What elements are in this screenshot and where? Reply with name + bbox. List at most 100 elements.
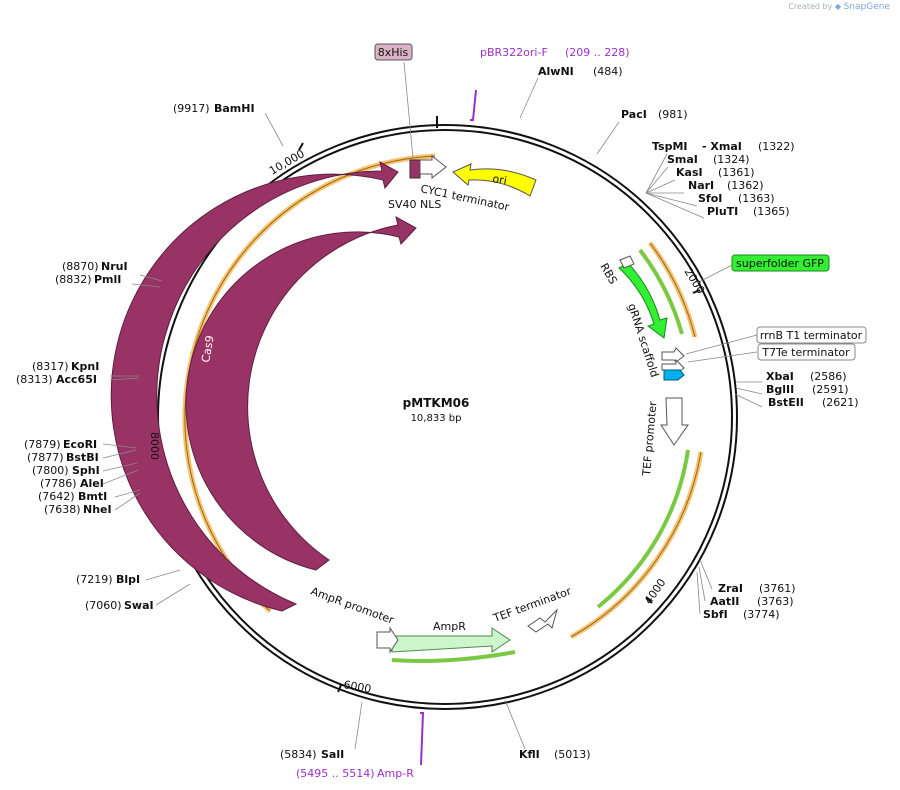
- green-track-right: [638, 248, 684, 335]
- site-paci-pos: (981): [658, 108, 688, 121]
- tef-promoter-label: TEF promoter: [640, 400, 660, 477]
- site-aatii-pos: (3763): [757, 595, 794, 608]
- site-bglii-pos: (2591): [812, 383, 849, 396]
- site-sfoi-pos: (1363): [738, 192, 775, 205]
- site-xbai-pos: (2586): [810, 370, 847, 383]
- credit-prefix: Created by: [788, 2, 833, 11]
- box-t7te-terminator: T7Te terminator: [757, 343, 856, 361]
- ampr-promoter-arrow: [376, 626, 399, 654]
- ampr-arrow: [391, 627, 511, 653]
- orange-track-top-core: [184, 155, 436, 612]
- superfolder-gfp-arrow: [618, 262, 668, 339]
- box-8xhis-label: 8xHis: [378, 46, 409, 59]
- cas9-outer-label: Cas9: [199, 335, 217, 364]
- site-blpi-pos: (7219): [76, 573, 113, 586]
- site-bglii-name: BglII: [766, 383, 794, 396]
- site-acc65i-name: Acc65I: [56, 373, 97, 386]
- site-bsteii-pos: (2621): [822, 396, 859, 409]
- site-bstbi-name: BstBI: [66, 451, 99, 464]
- site-bamhi-name: BamHI: [214, 102, 255, 115]
- tick-label-6000: 6000: [342, 678, 372, 696]
- leader-lines: [102, 61, 763, 750]
- site-pmli-pos: (8832): [55, 273, 92, 286]
- primer-pbr322ori-f-range: (209 .. 228): [565, 46, 630, 59]
- cas9-inner-arrow: [185, 216, 417, 571]
- site-bmti-pos: (7642): [38, 490, 75, 503]
- rbs-feature: [619, 255, 635, 269]
- tef-terminator-arrow: [527, 608, 558, 633]
- site-sali-name: SalI: [321, 748, 344, 761]
- plasmid-name: pMTKM06: [403, 396, 470, 410]
- site-xbai-name: XbaI: [766, 370, 794, 383]
- cyc1-terminator-arrow: [419, 154, 447, 180]
- tick-label-8000: 8000: [148, 432, 161, 460]
- teal-feature-arrow: [663, 369, 685, 381]
- tef-promoter-arrow: [660, 397, 689, 446]
- cas9-inner-label: Cas9: [252, 350, 270, 379]
- site-tspmi-pos: (1322): [758, 140, 795, 153]
- box-t7te-label: T7Te terminator: [761, 346, 850, 359]
- site-alwni-name: AlwNI: [538, 65, 574, 78]
- box-8xhis: 8xHis: [374, 43, 413, 61]
- site-bsteii-name: BstEII: [768, 396, 804, 409]
- ampr-label: AmpR: [433, 620, 466, 633]
- site-bstbi-pos: (7877): [27, 451, 64, 464]
- tef-terminator-label: TEF terminator: [491, 584, 574, 625]
- site-nari-name: NarI: [688, 179, 714, 192]
- site-sali-pos: (5834): [280, 748, 317, 761]
- primer-amp-r-name: Amp-R: [377, 767, 414, 780]
- site-tspmi-extra: - XmaI: [702, 140, 742, 153]
- site-zrai-name: ZraI: [718, 582, 743, 595]
- snapgene-credit: Created by ◆ SnapGene: [788, 2, 890, 12]
- site-nrui-pos: (8870): [62, 260, 99, 273]
- site-bamhi-pos: (9917): [173, 102, 210, 115]
- site-smai-pos: (1324): [713, 153, 750, 166]
- site-swai-pos: (7060): [85, 599, 122, 612]
- ampr-promoter-label: AmpR promoter: [309, 585, 396, 627]
- site-sphi-pos: (7800): [32, 464, 69, 477]
- green-track-lower: [596, 449, 690, 609]
- site-acc65i-pos: (8313): [16, 373, 53, 386]
- site-ecori-pos: (7879): [24, 438, 61, 451]
- credit-brand: SnapGene: [843, 2, 890, 12]
- box-rrnb-t1-terminator: rrnB T1 terminator: [756, 326, 867, 344]
- site-swai-name: SwaI: [124, 599, 154, 612]
- site-nari-pos: (1362): [727, 179, 764, 192]
- site-blpi-name: BlpI: [116, 573, 140, 586]
- site-pmli-name: PmlI: [94, 273, 121, 286]
- site-kpni-pos: (8317): [32, 360, 69, 373]
- site-sfoi-name: SfoI: [698, 192, 722, 205]
- box-superfolder-gfp-label: superfolder GFP: [736, 257, 824, 270]
- site-alwni-pos: (484): [593, 65, 623, 78]
- site-smai-name: SmaI: [667, 153, 698, 166]
- site-nhei-pos: (7638): [44, 503, 81, 516]
- green-track-bottom: [391, 650, 516, 663]
- ori-arrow: [452, 163, 537, 197]
- site-kasi-pos: (1361): [718, 166, 755, 179]
- sv40-nls-label: SV40 NLS: [388, 198, 441, 211]
- site-aatii-name: AatII: [710, 595, 739, 608]
- primer-amp-r-range: (5495 .. 5514): [296, 767, 375, 780]
- box-superfolder-gfp: superfolder GFP: [731, 254, 830, 272]
- orange-track-lower-core: [570, 451, 702, 638]
- site-kfli-pos: (5013): [554, 748, 591, 761]
- sv40-nls-feature: [409, 159, 421, 179]
- primer-amp-r-marker: [420, 712, 425, 766]
- plasmid-length: 10,833 bp: [411, 413, 462, 424]
- site-nhei-name: NheI: [83, 503, 112, 516]
- site-alei-pos: (7786): [40, 477, 77, 490]
- primer-pbr322ori-f-marker: [470, 89, 477, 121]
- primer-pbr322ori-f-name: pBR322ori-F: [480, 46, 548, 59]
- site-alei-name: AleI: [80, 477, 104, 490]
- site-bmti-name: BmtI: [78, 490, 107, 503]
- site-kfli-name: KflI: [519, 748, 540, 761]
- cas9-outer-arrow: [110, 161, 399, 612]
- site-nrui-name: NruI: [101, 260, 128, 273]
- box-rrnb-label: rrnB T1 terminator: [760, 329, 863, 342]
- snapgene-logo-icon: ◆: [834, 2, 842, 11]
- site-pluti-name: PluTI: [707, 205, 738, 218]
- ori-label: ori: [491, 172, 507, 187]
- site-sbfi-name: SbfI: [703, 608, 728, 621]
- site-zrai-pos: (3761): [759, 582, 796, 595]
